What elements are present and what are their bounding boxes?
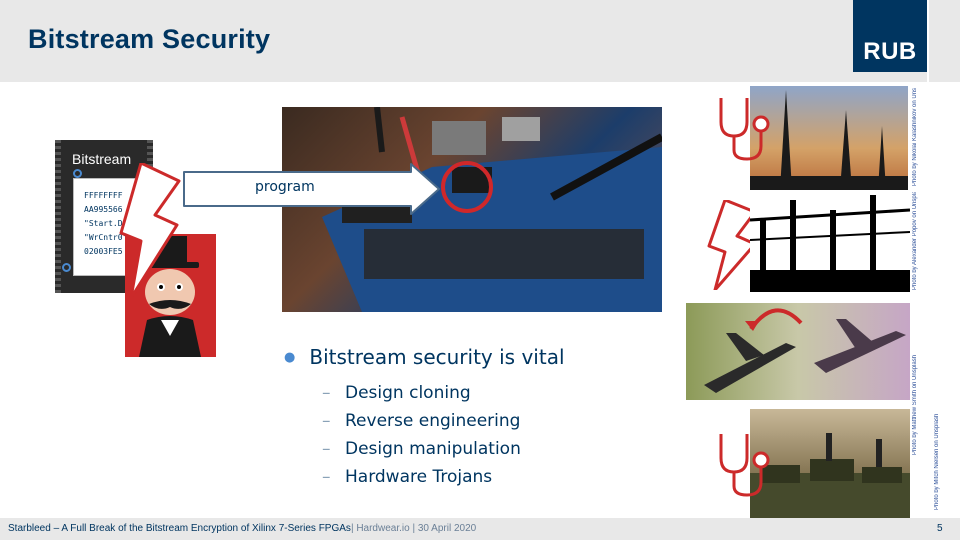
bullet-dot-icon: ● <box>284 349 296 365</box>
bullet-sub-text: Reverse engineering <box>345 411 521 431</box>
stethoscope-icon <box>719 434 770 497</box>
power-grid-icon <box>750 195 910 292</box>
dash-icon: – <box>322 467 331 487</box>
chip-title: Bitstream <box>72 151 132 167</box>
photo-credit-link[interactable]: Photo by Alexander Popov on Unsplash <box>912 192 918 290</box>
slide-title: Bitstream Security <box>28 24 271 54</box>
arrow-label: program <box>255 179 315 195</box>
bullet-list: ● Bitstream security is vital –Design cl… <box>284 345 565 487</box>
lightning-bolt-icon <box>119 163 181 298</box>
chip-pin-icon <box>62 263 71 272</box>
chip-pins-left <box>55 140 61 293</box>
photo-credit-link[interactable]: Photo by Matthew Smith on Unsplash <box>912 354 918 455</box>
bitstream-line: AA995566 <box>84 205 123 214</box>
header-divider <box>927 0 929 82</box>
dash-icon: – <box>322 383 331 403</box>
slide-footer <box>0 518 960 540</box>
bitstream-line: FFFFFFFF <box>84 191 123 200</box>
page-number: 5 <box>937 523 943 534</box>
rub-logo: RUB <box>853 0 927 72</box>
footer-text: Starbleed – A Full Break of the Bitstrea… <box>8 523 476 534</box>
airplanes-photo <box>686 303 910 400</box>
bitstream-line: "WrCntr0" <box>84 233 128 242</box>
bullet-sub: –Design manipulation <box>322 439 565 459</box>
program-arrow-icon <box>183 163 440 215</box>
photo-credit-link[interactable]: Photo by Mitch Nielsen on Unsplash <box>934 413 940 510</box>
bullet-sub: –Design cloning <box>322 383 565 403</box>
dash-icon: – <box>322 411 331 431</box>
tank-icon <box>750 433 910 518</box>
antenna-tower-icon <box>750 90 908 190</box>
bitstream-line: 02003FE5 <box>84 247 123 256</box>
chip-pin-icon <box>73 169 82 178</box>
bullet-main-text: Bitstream security is vital <box>309 345 565 369</box>
bullet-main: ● Bitstream security is vital <box>284 345 565 369</box>
footer-talk-title: Starbleed – A Full Break of the Bitstrea… <box>8 523 351 534</box>
military-vehicles-photo <box>750 409 910 518</box>
bullet-sub-text: Design cloning <box>345 383 471 403</box>
dash-icon: – <box>322 439 331 459</box>
bullet-sub: –Hardware Trojans <box>322 467 565 487</box>
photo-credit-link[interactable]: Photo by Nikolai Kalashnikov on Unsplash <box>912 88 918 186</box>
bullet-sub-text: Hardware Trojans <box>345 467 493 487</box>
airplane-icon <box>704 319 906 393</box>
substation-photo <box>750 190 910 292</box>
swap-arrow-icon <box>745 308 803 331</box>
bullet-sub-text: Design manipulation <box>345 439 521 459</box>
slide-header <box>0 0 960 82</box>
antenna-towers-photo <box>750 86 908 190</box>
bitstream-line: "Start.Dec" <box>84 219 137 228</box>
stethoscope-icon <box>719 98 770 161</box>
footer-event: | Hardwear.io | 30 April 2020 <box>350 523 477 534</box>
bullet-sub: –Reverse engineering <box>322 411 565 431</box>
